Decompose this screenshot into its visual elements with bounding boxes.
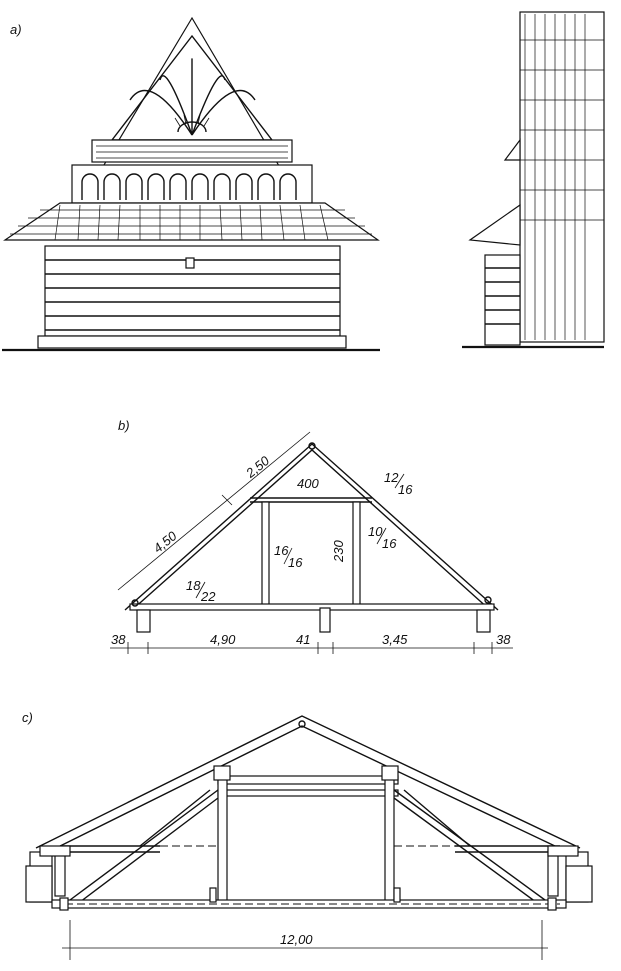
dim-base-2: 41: [296, 632, 310, 647]
svg-text:22: 22: [200, 589, 216, 604]
panel-a-elevations: a): [2, 11, 605, 352]
label-post: 16 16: [274, 543, 303, 570]
label-collar-400: 400: [297, 476, 319, 491]
dimension-base-line: 38 4,90 41 3,45 38: [110, 632, 513, 654]
label-strut-right: 10 16: [368, 524, 397, 551]
svg-text:16: 16: [382, 536, 397, 551]
panel-label-b: b): [118, 418, 130, 433]
svg-text:10: 10: [368, 524, 383, 539]
dim-base-4: 38: [496, 632, 511, 647]
label-post-height: 230: [331, 540, 346, 563]
panel-b-section: b) 2,50 4,50 400 12: [110, 418, 513, 654]
panel-label-a: a): [10, 22, 22, 37]
panel-c-section: c): [22, 710, 593, 960]
svg-text:16: 16: [288, 555, 303, 570]
front-gable-elevation: [2, 16, 380, 352]
dim-slope-lower: 4,50: [150, 528, 180, 556]
label-rafter-right: 12 16: [384, 470, 413, 497]
dim-slope-upper: 2,50: [242, 453, 272, 482]
dim-base-3: 3,45: [382, 632, 408, 647]
svg-text:12: 12: [384, 470, 399, 485]
label-rafter-left: 18 22: [186, 578, 216, 604]
log-wall: [37, 245, 347, 349]
shingle-band-upper: [96, 145, 288, 159]
dimension-span: 12,00: [62, 920, 548, 960]
svg-text:16: 16: [398, 482, 413, 497]
svg-text:18: 18: [186, 578, 201, 593]
dim-base-0: 38: [111, 632, 126, 647]
side-shingles: [520, 14, 604, 340]
section-c-roof: [25, 715, 593, 911]
dim-base-1: 4,90: [210, 632, 236, 647]
panel-label-c: c): [22, 710, 33, 725]
shingle-band-lower: [10, 204, 372, 241]
svg-text:16: 16: [274, 543, 289, 558]
arcade-band: [81, 173, 297, 200]
side-elevation: [462, 11, 605, 349]
section-b-roof: [124, 442, 499, 633]
dim-span: 12,00: [280, 932, 313, 947]
